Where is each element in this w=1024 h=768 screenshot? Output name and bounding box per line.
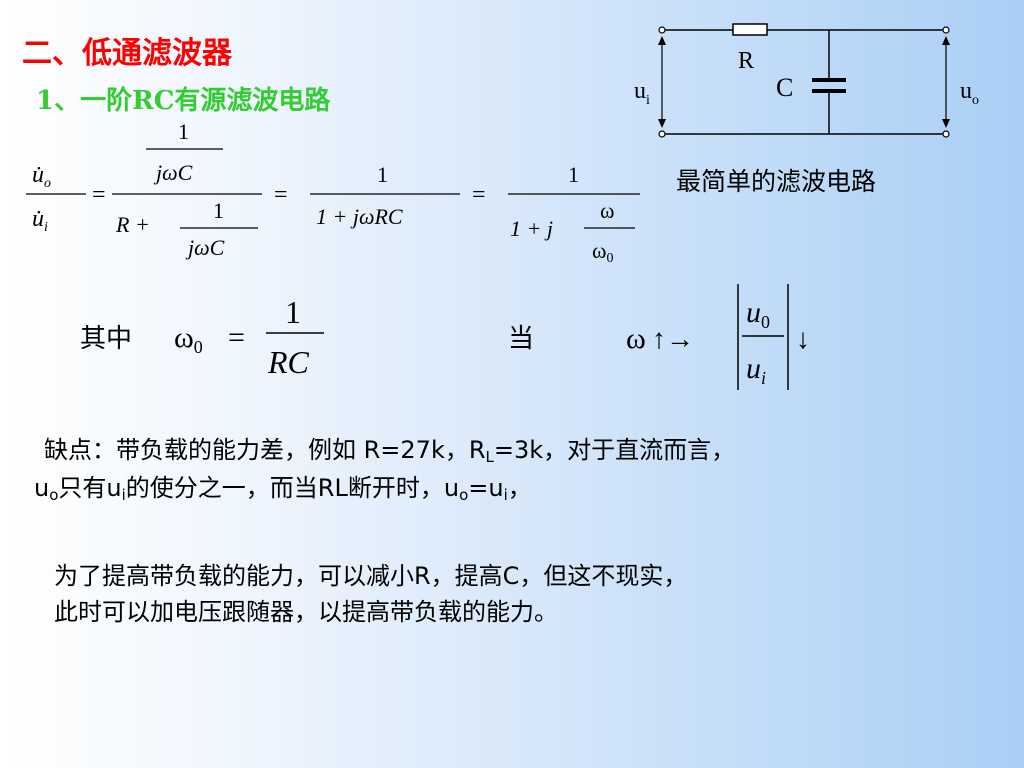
omega0-denominator: RC [267,344,310,380]
omega0-equals: = [228,321,245,354]
circuit-caption: 最简单的滤波电路 [676,167,877,196]
term2-denominator: 1 + jωRC [316,204,403,229]
terminal-in-bottom [658,130,666,138]
solution-line-2: 此时可以加电压跟随器，以提高带负载的能力。 [54,598,558,626]
slide-subtitle: 1、一阶RC有源滤波电路 [36,86,331,116]
term1-inner-top-numerator: 1 [178,119,189,144]
terminal-out-top [942,26,950,34]
term3-one-plus-j: 1 + j [510,216,553,241]
term1-inner-bottom-numerator: 1 [213,198,224,223]
magnitude-trend-relation: ω ↑→ u0 ui ↓ [626,284,810,390]
omega-symbol: ω [626,322,646,355]
when-label: 当 [508,324,535,354]
equals-sign-2: = [274,182,288,208]
solution-line-1: 为了提高带负载的能力，可以减小R，提高C，但这不现实， [54,562,688,590]
omega0-numerator: 1 [285,294,301,330]
transfer-function-equation: u̇o u̇i = 1 jωC R + 1 jωC = 1 1 + jωRC =… [26,119,640,266]
omega0-symbol: ω0 [174,321,203,357]
u0-symbol: u0 [746,296,770,332]
lhs-denominator: u̇i [32,206,48,235]
uo-arrow-up [942,36,950,45]
term1-inner-top-denominator: jωC [153,160,193,185]
term1-r-plus: R + [115,212,150,237]
input-voltage-label: ui [634,78,650,108]
resistor-label: R [738,48,754,74]
down-arrow: ↓ [796,324,810,355]
omega-ratio-denominator: ω0 [592,238,613,266]
uo-arrow-down [942,119,950,128]
up-right-arrows: ↑→ [652,324,694,355]
slide-title: 二、低通滤波器 [22,36,232,71]
omega-ratio-numerator: ω [600,198,614,223]
capacitor-label: C [776,73,793,102]
resistor [732,23,768,36]
ui-symbol: ui [746,352,766,388]
ui-arrow-down [658,119,666,128]
term3-numerator: 1 [568,162,579,187]
drawback-line-1: 缺点：带负载的能力差，例如 R=27k，RL=3k，对于直流而言， [44,436,736,466]
terminal-out-bottom [942,130,950,138]
term1-inner-bottom-denominator: jωC [185,235,225,260]
lhs-numerator: u̇o [32,162,51,191]
ui-arrow-up [658,36,666,45]
equals-sign-1: = [92,182,106,208]
cutoff-frequency-equation: ω0 = 1 RC [174,294,324,380]
output-voltage-label: uo [960,78,979,108]
term2-numerator: 1 [377,162,388,187]
equals-sign-3: = [472,182,486,208]
drawback-line-2: uo只有ui的使分之一，而当RL断开时，uo=ui， [34,474,532,504]
rc-circuit-diagram: R C ui uo [634,23,979,138]
terminal-in-top [658,26,666,34]
where-label: 其中 [80,324,133,354]
